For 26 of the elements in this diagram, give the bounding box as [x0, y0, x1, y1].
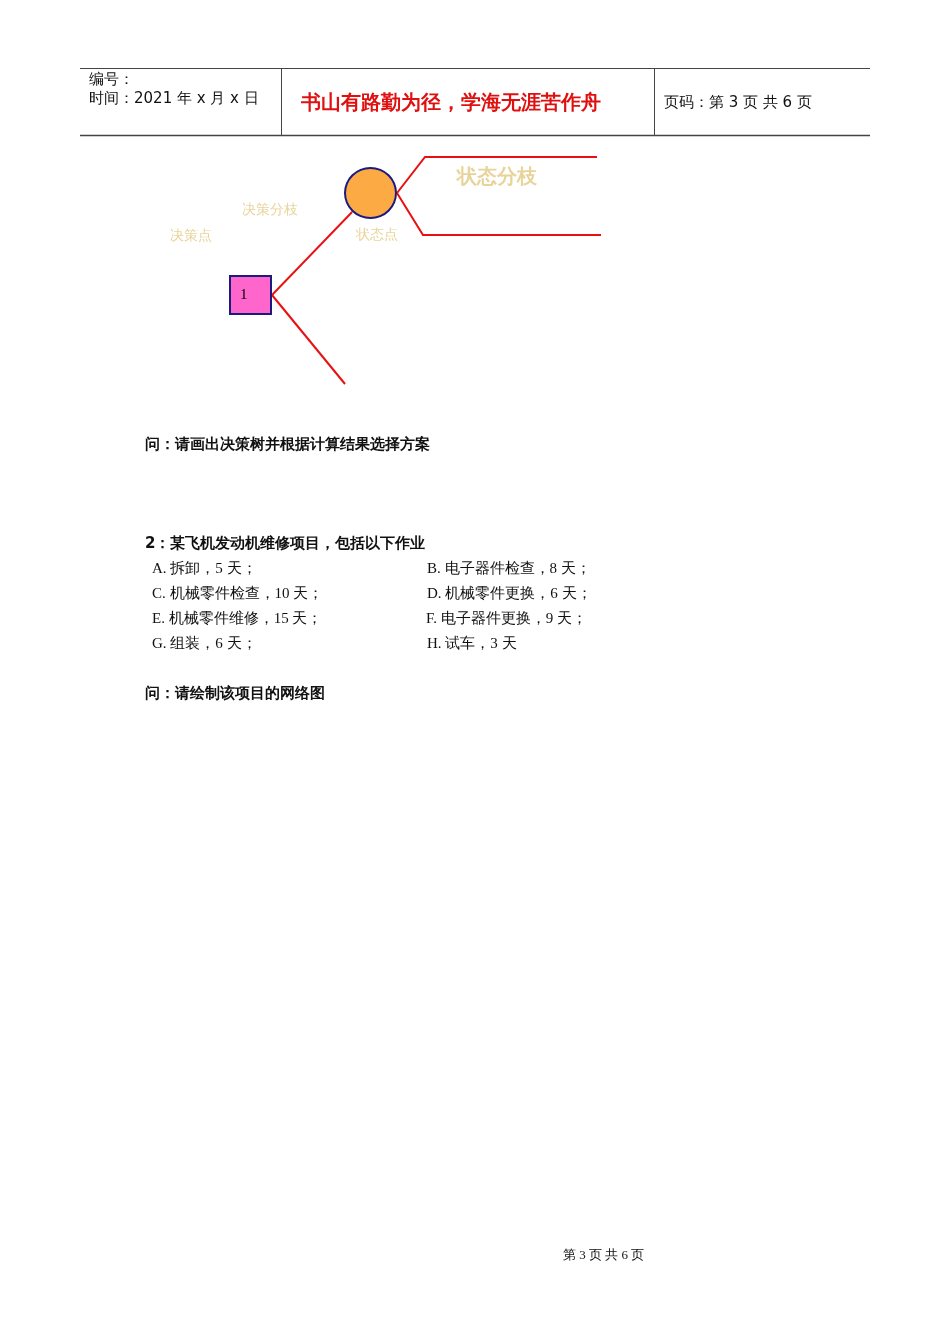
diagram-label: 决策点 — [170, 227, 212, 244]
problem-heading: 2：某飞机发动机维修项目，包括以下作业 — [145, 534, 426, 552]
task-item: G. 组装，6 天； — [152, 634, 257, 652]
task-item: A. 拆卸，5 天； — [152, 559, 257, 577]
branch-line — [271, 294, 346, 385]
page-footer: 第 3 页 共 6 页 — [563, 1247, 645, 1263]
chance-node-circle — [344, 167, 397, 219]
branch-line — [396, 192, 602, 236]
task-item: B. 电子器件检查，8 天； — [427, 559, 591, 577]
page-number: 页码：第 3 页 共 6 页 — [664, 93, 812, 111]
branch-line — [396, 156, 598, 194]
diagram-label: 状态分枝 — [457, 164, 537, 188]
task-item: C. 机械零件检查，10 天； — [152, 584, 324, 602]
branch-line — [271, 211, 354, 296]
question-text: 问：请画出决策树并根据计算结果选择方案 — [145, 435, 430, 453]
header-label: 编号： — [89, 70, 134, 88]
task-item: D. 机械零件更换，6 天； — [427, 584, 592, 602]
task-item: F. 电子器件更换，9 天； — [426, 609, 587, 627]
task-item: E. 机械零件维修，15 天； — [152, 609, 323, 627]
decision-node-square: 1 — [229, 275, 272, 315]
diagram-label: 决策分枝 — [242, 201, 298, 218]
diagram-label: 状态点 — [356, 226, 398, 243]
header-label: 时间：2021 年 x 月 x 日 — [89, 89, 259, 107]
question-text: 问：请绘制该项目的网络图 — [145, 684, 325, 702]
task-item: H. 试车，3 天 — [427, 634, 517, 652]
motto-text: 书山有路勤为径，学海无涯苦作舟 — [301, 90, 601, 114]
